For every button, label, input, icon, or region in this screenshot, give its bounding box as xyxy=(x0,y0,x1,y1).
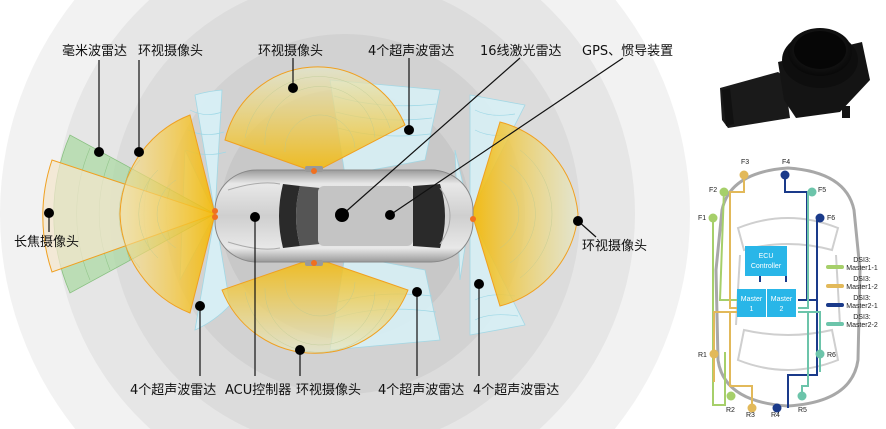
svg-text:R3: R3 xyxy=(746,412,755,419)
svg-text:R5: R5 xyxy=(798,407,807,414)
label-mmwave-radar: 毫米波雷达 xyxy=(62,43,127,59)
ultrasonic-architecture-diagram: ECU Controller Master 1 Master 2 F1 F2 F… xyxy=(698,159,878,419)
svg-text:Master2-1: Master2-1 xyxy=(846,303,878,310)
legend-item-master1-1: DSI3: Master1-1 xyxy=(826,257,878,272)
master-1-box: Master 1 xyxy=(737,289,766,317)
svg-text:1: 1 xyxy=(750,306,754,313)
leader-lines xyxy=(44,57,624,376)
car-outline xyxy=(714,166,862,408)
svg-text:F1: F1 xyxy=(698,215,706,222)
svg-text:DSI3:: DSI3: xyxy=(853,276,871,283)
svg-text:Master1-2: Master1-2 xyxy=(846,284,878,291)
svg-text:F5: F5 xyxy=(818,187,826,194)
svg-text:Master1-1: Master1-1 xyxy=(846,265,878,272)
svg-text:DSI3:: DSI3: xyxy=(853,314,871,321)
label-surround-camera-rear: 环视摄像头 xyxy=(582,239,647,254)
label-surround-camera-front-left: 环视摄像头 xyxy=(138,44,203,59)
label-acu-controller: ACU控制器 xyxy=(225,383,291,398)
rear-camera-fov xyxy=(471,121,579,307)
svg-text:ECU: ECU xyxy=(759,253,774,260)
bottom-camera-fov xyxy=(221,257,409,354)
front-sensor-nodes: F1 F2 F3 F4 F5 F6 xyxy=(698,159,835,223)
label-ultrasonic-top: 4个超声波雷达 xyxy=(368,44,454,59)
label-ultrasonic-bottom-left: 4个超声波雷达 xyxy=(130,383,216,398)
svg-text:DSI3:: DSI3: xyxy=(853,295,871,302)
label-ultrasonic-bottom-mid: 4个超声波雷达 xyxy=(378,383,464,398)
top-camera-fov xyxy=(224,66,406,173)
rear-sensor-nodes: R1 R2 R3 R4 R5 R6 xyxy=(698,349,836,419)
svg-text:Master: Master xyxy=(741,296,763,303)
ultrasonic-sensor-photo xyxy=(720,28,870,128)
svg-text:Controller: Controller xyxy=(751,263,782,270)
svg-text:F2: F2 xyxy=(709,187,717,194)
sensor-markers xyxy=(212,168,476,266)
master-2-box: Master 2 xyxy=(767,289,796,317)
svg-text:2: 2 xyxy=(780,306,784,313)
svg-text:R6: R6 xyxy=(827,352,836,359)
label-telephoto-camera: 长焦摄像头 xyxy=(14,235,79,250)
legend-item-master2-2: DSI3: Master2-2 xyxy=(826,314,878,329)
svg-text:Master: Master xyxy=(771,296,793,303)
label-lidar-16: 16线激光雷达 xyxy=(480,44,562,59)
legend: DSI3: Master1-1 DSI3: Master1-2 DSI3: Ma… xyxy=(826,257,878,329)
label-surround-camera-top: 环视摄像头 xyxy=(258,44,323,59)
svg-text:R2: R2 xyxy=(726,407,735,414)
labels: 毫米波雷达 环视摄像头 环视摄像头 4个超声波雷达 16线激光雷达 GPS、惯导… xyxy=(14,43,673,398)
svg-text:F6: F6 xyxy=(827,215,835,222)
bus-master1-2 xyxy=(713,175,753,408)
svg-text:F4: F4 xyxy=(782,159,790,166)
label-surround-camera-bottom: 环视摄像头 xyxy=(296,383,361,398)
svg-text:DSI3:: DSI3: xyxy=(853,257,871,264)
legend-item-master2-1: DSI3: Master2-1 xyxy=(826,295,878,310)
sensor-layout-diagram: 毫米波雷达 环视摄像头 环视摄像头 4个超声波雷达 16线激光雷达 GPS、惯导… xyxy=(0,0,690,429)
svg-text:R1: R1 xyxy=(698,352,707,359)
legend-item-master1-2: DSI3: Master1-2 xyxy=(826,276,878,291)
label-gps-ins: GPS、惯导装置 xyxy=(582,43,673,59)
svg-text:F3: F3 xyxy=(741,159,749,166)
label-ultrasonic-bottom-right: 4个超声波雷达 xyxy=(473,383,559,398)
front-camera-fov xyxy=(119,114,216,314)
ecu-controller-box: ECU Controller xyxy=(745,246,787,276)
svg-text:Master2-2: Master2-2 xyxy=(846,322,878,329)
svg-text:R4: R4 xyxy=(771,412,780,419)
bus-master1-1 xyxy=(712,189,738,406)
